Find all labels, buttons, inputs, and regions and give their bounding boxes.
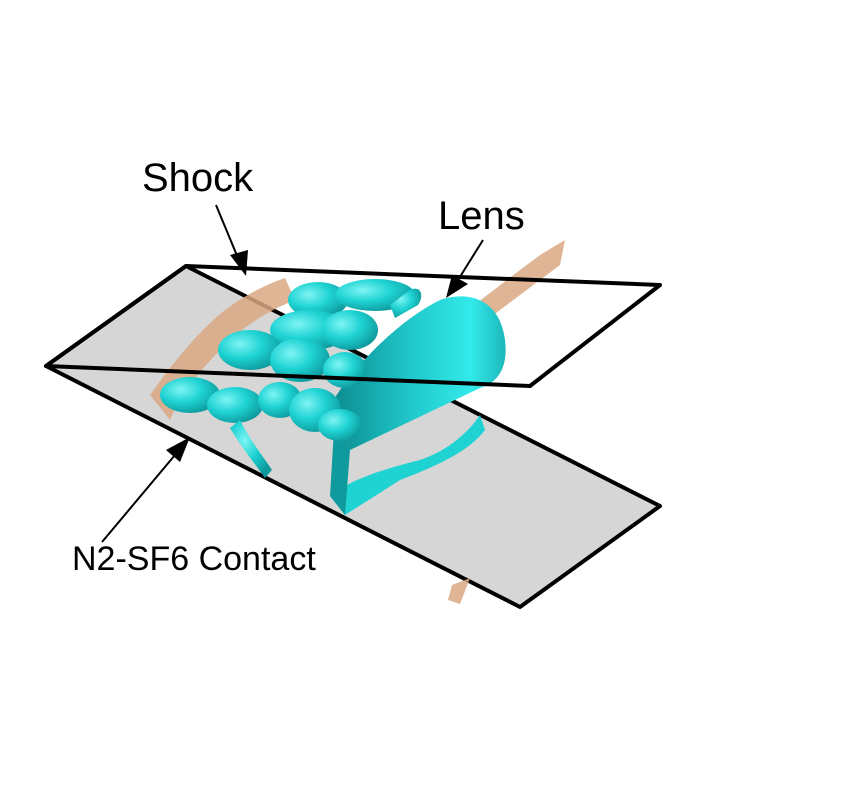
vortex-rollup xyxy=(160,279,422,478)
contact-label: N2-SF6 Contact xyxy=(72,540,316,578)
shock-label: Shock xyxy=(142,156,254,200)
lens-label: Lens xyxy=(438,194,525,238)
top-plane xyxy=(44,264,662,388)
lens-arrow xyxy=(446,239,484,298)
shock-arrow xyxy=(215,204,248,276)
contact-arrow xyxy=(101,437,190,543)
